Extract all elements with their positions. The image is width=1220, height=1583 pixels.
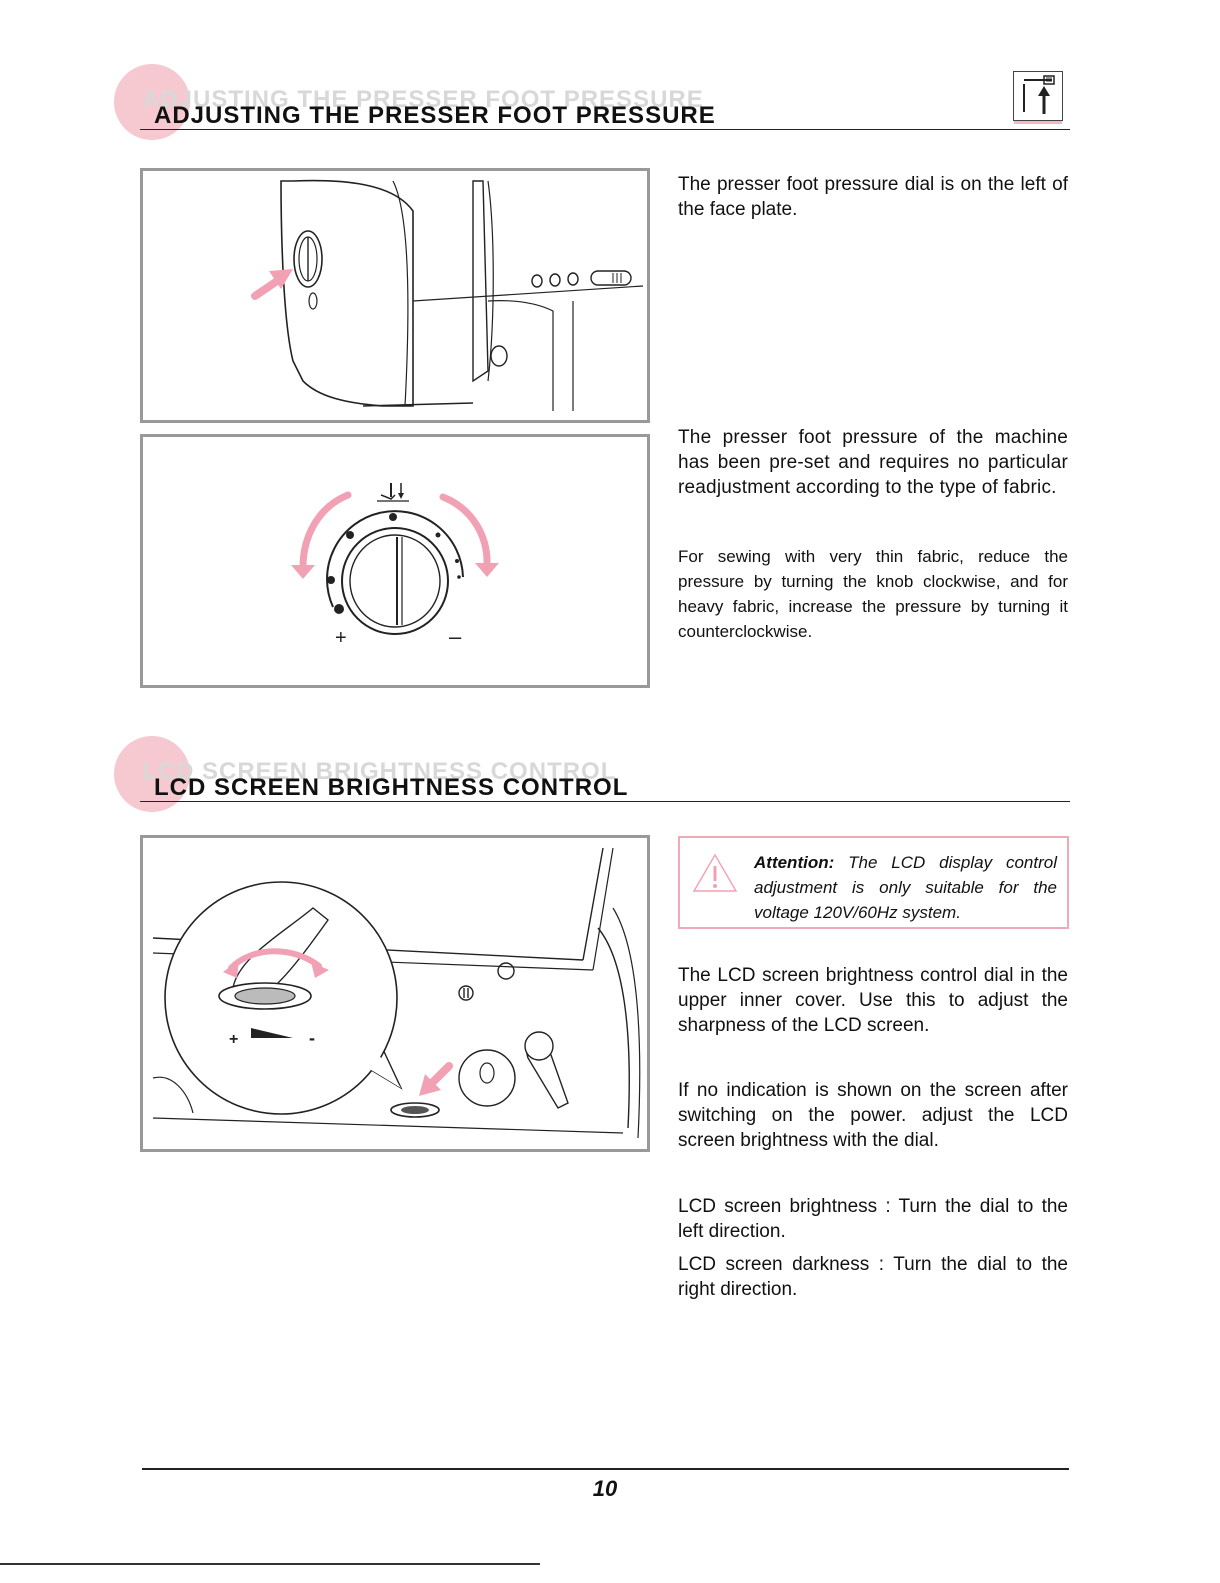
lcd-dial-figure: + - <box>140 835 650 1152</box>
section-marker-circle <box>114 736 190 812</box>
page-number: 10 <box>592 1476 618 1501</box>
dial-minus-label: – <box>449 624 462 649</box>
attention-text: Attention: The LCD display control adjus… <box>754 850 1057 925</box>
section-rule <box>140 129 1070 130</box>
lcd-dial-minus-label: - <box>309 1028 315 1048</box>
attention-box: Attention: The LCD display control adjus… <box>678 836 1069 929</box>
section-rule <box>140 801 1070 802</box>
warning-triangle-icon <box>692 853 738 892</box>
lcd-dial-plus-label: + <box>229 1031 238 1048</box>
section-title: ADJUSTING THE PRESSER FOOT PRESSURE <box>154 102 716 129</box>
presser-dial-location-text: The presser foot pressure dial is on the… <box>678 174 1068 220</box>
face-plate-figure <box>140 168 650 423</box>
pink-arrow-icon <box>419 1062 453 1096</box>
dial-plus-label: + <box>335 627 347 649</box>
lcd-brightness-text: LCD screen brightness : Turn the dial to… <box>678 1196 1068 1242</box>
presser-adjust-instructions: For sewing with very thin fabric, reduce… <box>678 547 1068 641</box>
section-ghost-title: LCD SCREEN BRIGHTNESS CONTROL <box>142 758 617 785</box>
presser-preset-text: The presser foot pressure of the machine… <box>678 427 1068 498</box>
footer-rule <box>142 1468 1069 1470</box>
section-header-lcd: LCD SCREEN BRIGHTNESS CONTROL LCD SCREEN… <box>114 736 1070 816</box>
lcd-darkness-text: LCD screen darkness : Turn the dial to t… <box>678 1254 1068 1300</box>
section-ghost-title: ADJUSTING THE PRESSER FOOT PRESSURE <box>142 86 704 113</box>
section-header-presser-foot: ADJUSTING THE PRESSER FOOT PRESSURE ADJU… <box>114 64 1070 144</box>
attention-label: Attention: <box>754 853 835 872</box>
pink-arrow-icon <box>251 269 293 300</box>
section-marker-circle <box>114 64 190 140</box>
presser-foot-tool-icon <box>1013 71 1063 124</box>
scan-edge-line <box>0 1563 540 1565</box>
pressure-dial-figure: + – <box>140 434 650 688</box>
lcd-no-indication-text: If no indication is shown on the screen … <box>678 1080 1068 1151</box>
lcd-dial-location-text: The LCD screen brightness control dial i… <box>678 965 1068 1036</box>
attention-body: The LCD display control adjustment is on… <box>754 853 1057 922</box>
section-title: LCD SCREEN BRIGHTNESS CONTROL <box>154 774 629 801</box>
